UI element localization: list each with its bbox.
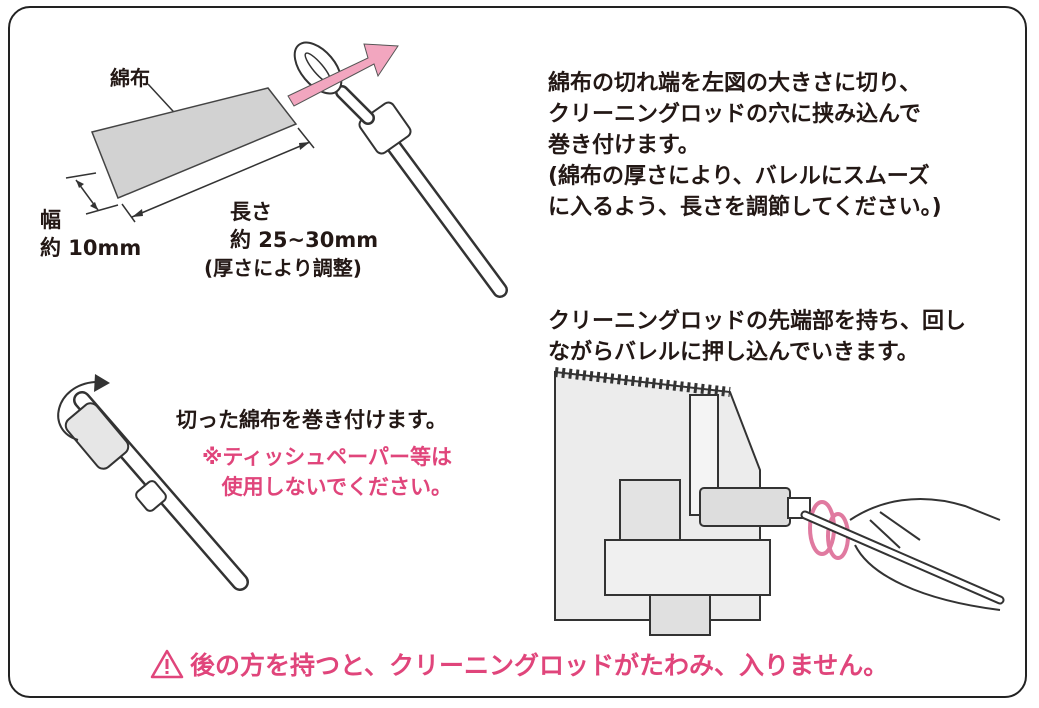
length-note: (厚さにより調整) [204,256,362,280]
rod-eyelet-illustration [287,41,508,298]
step1-line: 巻き付けます。 [548,133,700,158]
step1-line: に入るよう、長さを調節してください。) [548,195,942,220]
step1-line: (綿布の厚さにより、バレルにスムーズ [548,164,930,189]
warning-triangle-icon [150,649,184,679]
caution-line: ※ティッシュペーパー等は [202,445,452,469]
step3-instructions: クリーニングロッドの先端部を持ち、回し ながらバレルに押し込んでいきます。 [548,306,966,368]
caution-line: 使用しないでください。 [221,475,452,499]
length-value: 約 25~30mm [230,228,379,252]
step2-caution: ※ティッシュペーパー等は 使用しないでください。 [202,442,452,502]
instruction-frame [8,6,1027,698]
step3-line: ながらバレルに押し込んでいきます。 [548,340,919,365]
width-value: 約 10mm [40,236,142,260]
warning-text: 後の方を持つと、クリーニングロッドがたわみ、入りません。 [190,651,889,680]
step3-line: クリーニングロッドの先端部を持ち、回し [548,309,967,334]
step1-instructions: 綿布の切れ端を左図の大きさに切り、 クリーニングロッドの穴に挟み込んで 巻き付け… [548,68,942,223]
cotton-label: 綿布 [110,66,150,90]
rifle-cleaning-illustration [554,367,1005,636]
width-title: 幅 [40,208,61,232]
step1-line: 綿布の切れ端を左図の大きさに切り、 [548,71,922,96]
warning-banner: 後の方を持つと、クリーニングロッドがたわみ、入りません。 [150,646,888,682]
wrapped-rod-illustration [57,374,249,591]
length-title: 長さ [230,200,272,224]
cotton-cloth-illustration [65,83,315,223]
step2-instruction: 切った綿布を巻き付けます。 [176,408,447,432]
step1-line: クリーニングロッドの穴に挟み込んで [548,102,921,127]
